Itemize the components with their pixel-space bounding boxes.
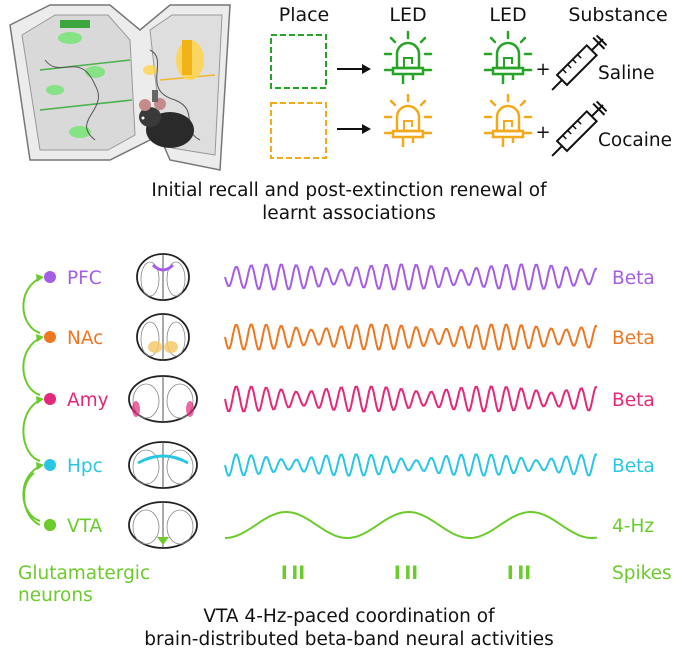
brain-slice-icon: [128, 441, 198, 489]
glutamatergic-label-line-1: Glutamatergic: [18, 563, 150, 584]
brain-slice-icon: [128, 375, 198, 423]
region-row-vta: VTA 4-Hz: [44, 501, 654, 549]
signal-trace: [224, 453, 597, 477]
signal-label: 4-Hz: [612, 516, 654, 537]
syringe-icon: [551, 100, 608, 157]
header-led-2: LED: [489, 4, 526, 26]
mouse: [139, 90, 194, 148]
glutamatergic-projection-arrows: [22, 274, 56, 531]
led-orange-icon: [383, 93, 433, 147]
header-place: Place: [279, 4, 330, 26]
led-green-icon: [383, 30, 433, 84]
place-square-green: [270, 34, 327, 89]
region-label: Amy: [67, 390, 109, 411]
signal-trace: [224, 263, 598, 291]
signal-trace: [225, 511, 598, 539]
arrow-icon: [337, 124, 371, 134]
substance-saline: Saline: [598, 63, 654, 84]
region-row-nac: NAc Beta: [44, 313, 655, 361]
region-row-pfc: PFC Beta: [44, 253, 655, 301]
brain-slice-icon: [136, 253, 190, 301]
arrow-icon: [337, 64, 371, 74]
header-led-1: LED: [389, 4, 426, 26]
brain-slice-icon: [136, 313, 190, 361]
syringe-icon: [551, 34, 608, 91]
glutamatergic-label-line-2: neurons: [18, 585, 93, 606]
spikes-label: Spikes: [612, 563, 672, 584]
region-dot: [44, 331, 56, 343]
region-dot: [44, 393, 56, 405]
region-label: NAc: [67, 328, 103, 349]
header-substance: Substance: [568, 4, 667, 26]
signal-label: Beta: [612, 328, 655, 349]
region-label: Hpc: [67, 456, 103, 477]
maze-illustration: [9, 4, 231, 171]
top-caption-line-1: Initial recall and post-extinction renew…: [151, 180, 547, 201]
signal-trace: [224, 385, 598, 413]
bottom-caption-line-2: brain-distributed beta-band neural activ…: [144, 629, 554, 650]
led-green-icon: [483, 30, 533, 84]
signal-trace: [224, 323, 598, 351]
region-row-hpc: Hpc Beta: [44, 441, 655, 489]
region-dot: [44, 459, 56, 471]
led-orange-icon: [483, 93, 533, 147]
plus-sign: +: [535, 122, 550, 143]
saline-association-row: + Saline: [270, 30, 654, 91]
signal-label: Beta: [612, 456, 655, 477]
cocaine-association-row: + Cocaine: [270, 93, 672, 159]
bottom-caption-line-1: VTA 4-Hz-paced coordination of: [203, 606, 495, 627]
signal-label: Beta: [612, 390, 655, 411]
region-label: VTA: [67, 516, 103, 537]
spike-marker: I II: [394, 563, 418, 584]
spike-marker: I II: [281, 563, 305, 584]
substance-cocaine: Cocaine: [598, 130, 672, 151]
top-caption-line-2: learnt associations: [262, 203, 436, 224]
region-dot: [44, 271, 56, 283]
signal-label: Beta: [612, 268, 655, 289]
region-row-amy: Amy Beta: [44, 375, 655, 423]
plus-sign: +: [535, 59, 550, 80]
spike-marker: I II: [507, 563, 531, 584]
region-label: PFC: [67, 268, 102, 289]
place-square-orange: [270, 102, 327, 159]
brain-slice-icon: [128, 501, 198, 549]
